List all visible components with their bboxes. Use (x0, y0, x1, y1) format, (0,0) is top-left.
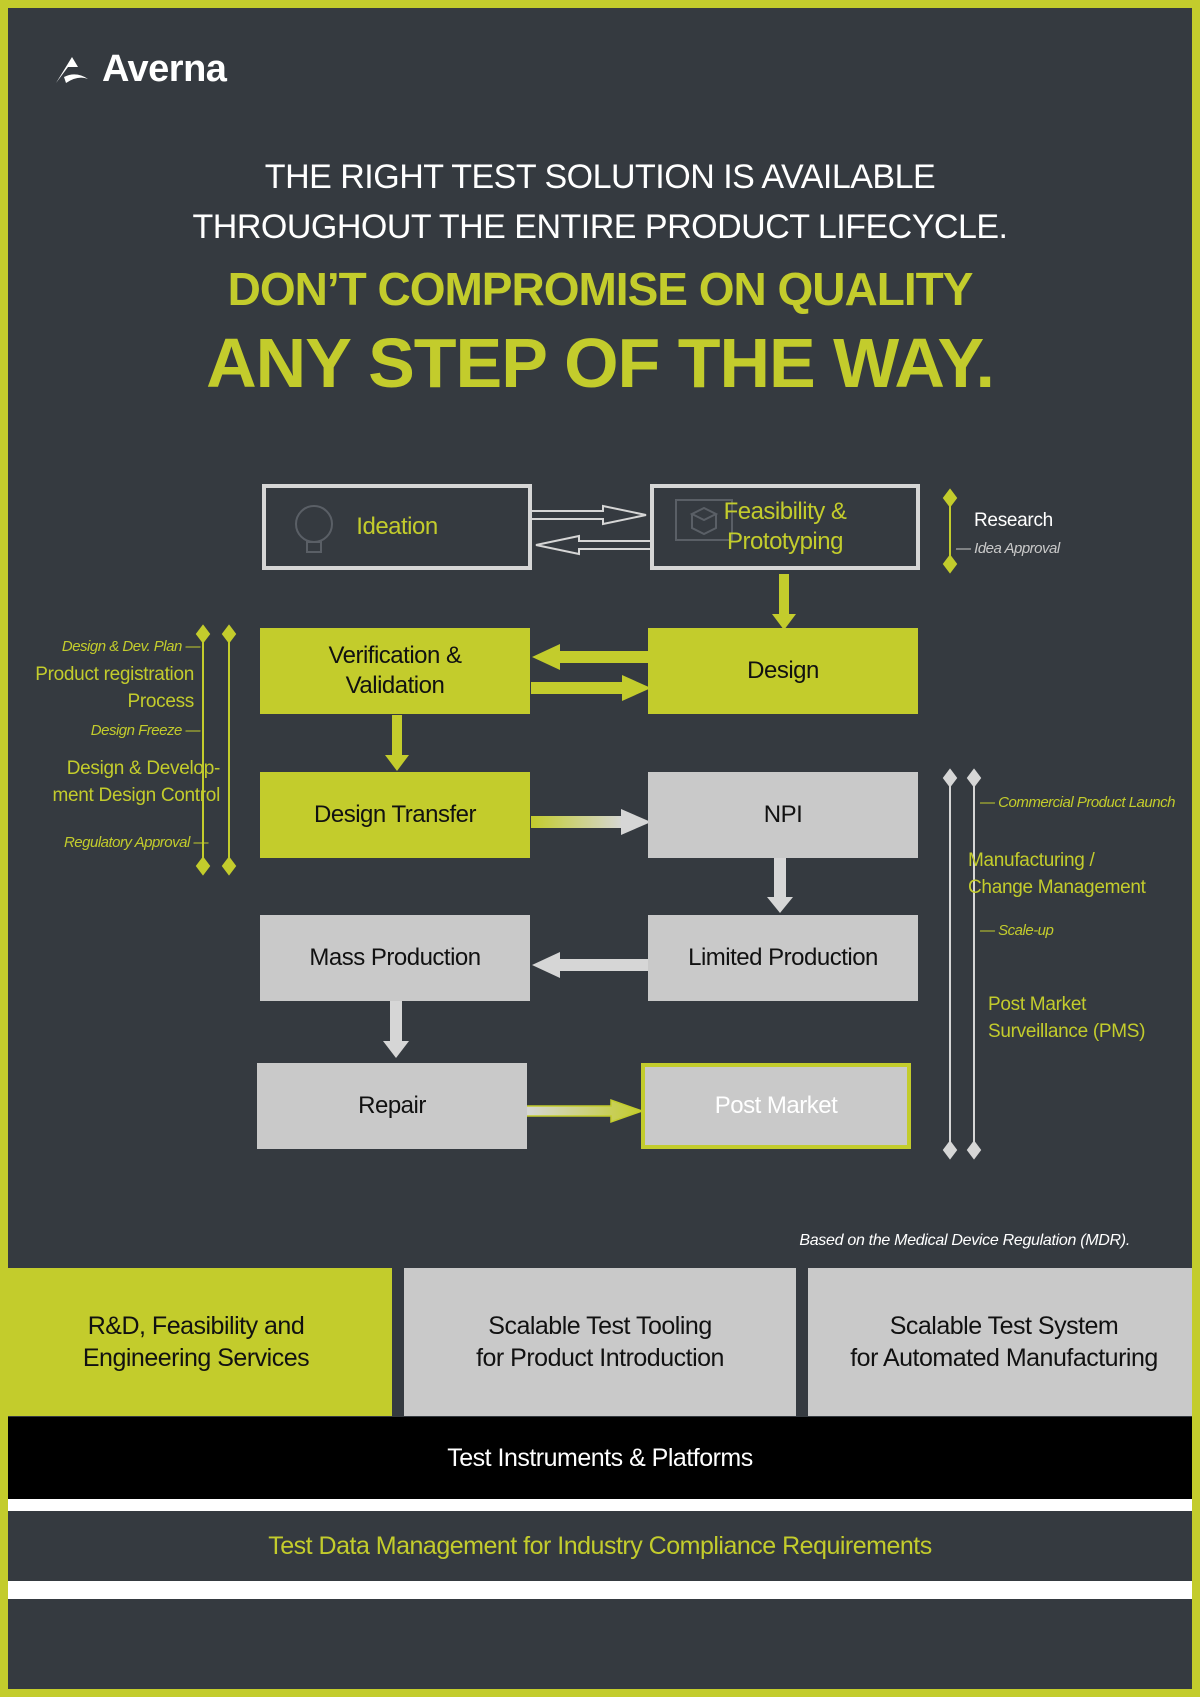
label-manufacturing: Manufacturing / Change Management (968, 848, 1146, 901)
label-design-development: Design & Develop- ment Design Control (18, 756, 221, 809)
flow-connectors (195, 488, 982, 1160)
label-product-registration-2: Process (127, 690, 194, 712)
label-manufacturing-2: Change Management (968, 876, 1146, 898)
label-idea-approval: — Idea Approval (956, 540, 1060, 557)
service-system-2: for Automated Manufacturing (850, 1344, 1158, 1372)
label-regulatory-approval: Regulatory Approval — (63, 834, 209, 851)
brand-logo: Averna (52, 48, 227, 91)
arrow-repair-to-post-market (525, 1098, 645, 1124)
stage-verification: Verification & Validation (260, 628, 530, 714)
puzzle-bulb-icon (295, 505, 333, 553)
label-manufacturing-1: Manufacturing / (968, 850, 1095, 871)
label-pms: Post Market Surveillance (PMS) (988, 992, 1146, 1045)
label-product-registration-1: Product registration (35, 664, 194, 685)
brand-name: Averna (102, 48, 227, 90)
label-commercial-launch: — Commercial Product Launch (980, 794, 1175, 811)
service-instruments: Test Instruments & Platforms (8, 1417, 1192, 1499)
arrow-ideation-to-feasibility (530, 504, 647, 526)
infographic: Averna THE RIGHT TEST SOLUTION IS AVAILA… (8, 8, 1192, 1689)
service-rd: R&D, Feasibility and Engineering Service… (8, 1268, 392, 1416)
stage-mass-production: Mass Production (260, 915, 530, 1001)
stage-design-transfer: Design Transfer (260, 772, 530, 858)
stage-post-market: Post Market (641, 1063, 911, 1149)
right-bracket-outer (942, 768, 958, 1160)
service-tooling-2: for Product Introduction (476, 1344, 724, 1372)
headline-line-2: THROUGHOUT THE ENTIRE PRODUCT LIFECYCLE. (192, 208, 1009, 246)
headline-line-4: ANY STEP OF THE WAY. (206, 324, 995, 402)
service-system-1: Scalable Test System (889, 1311, 1119, 1340)
left-bracket-inner (221, 624, 237, 876)
stage-repair-label: Repair (358, 1092, 426, 1119)
service-rd-1: R&D, Feasibility and (87, 1311, 305, 1340)
service-tooling-1: Scalable Test Tooling (488, 1311, 712, 1340)
service-data-mgmt-label: Test Data Management for Industry Compli… (268, 1531, 932, 1560)
service-instruments-label: Test Instruments & Platforms (447, 1443, 753, 1472)
arrow-design-transfer-to-npi (531, 809, 651, 835)
service-data-mgmt: Test Data Management for Industry Compli… (8, 1511, 1192, 1581)
label-design-dev-plan: Design & Dev. Plan — (61, 638, 201, 655)
arrow-mass-production-to-repair (383, 1001, 409, 1058)
stage-design-label: Design (747, 657, 819, 684)
label-design-development-1: Design & Develop- (66, 758, 221, 779)
service-rd-2: Engineering Services (82, 1344, 310, 1372)
stage-npi: NPI (648, 772, 918, 858)
arrow-feasibility-to-ideation (535, 534, 652, 556)
stage-feasibility-label-1: Feasibility & (723, 498, 847, 525)
service-system: Scalable Test System for Automated Manuf… (808, 1268, 1192, 1416)
headline-line-3: DON’T COMPROMISE ON QUALITY (227, 263, 974, 315)
right-bracket-inner (966, 768, 982, 1160)
label-design-freeze: Design Freeze — (90, 722, 201, 739)
stage-limited-production-label: Limited Production (688, 944, 878, 971)
stage-post-market-label: Post Market (714, 1092, 838, 1119)
arrow-limited-to-mass-production (532, 952, 651, 978)
stage-repair: Repair (257, 1063, 527, 1149)
arrow-feasibility-to-design (772, 574, 796, 630)
arrow-npi-to-limited-production (767, 857, 793, 913)
stage-npi-label: NPI (763, 801, 803, 828)
arrow-verification-to-design-transfer (385, 715, 409, 771)
label-design-development-2: ment Design Control (52, 784, 221, 806)
stage-mass-production-label: Mass Production (309, 944, 481, 971)
label-pms-2: Surveillance (PMS) (988, 1020, 1146, 1042)
left-bracket-outer (195, 624, 211, 876)
arrow-design-to-verification (532, 644, 651, 670)
label-pms-1: Post Market (988, 994, 1087, 1015)
footnote: Based on the Medical Device Regulation (… (799, 1232, 1130, 1249)
stage-design-transfer-label: Design Transfer (314, 801, 476, 828)
arrow-verification-to-design (531, 675, 651, 701)
service-tooling: Scalable Test Tooling for Product Introd… (404, 1268, 796, 1416)
stage-verification-label-2: Validation (345, 672, 445, 699)
stage-feasibility: Feasibility & Prototyping (650, 484, 920, 570)
averna-logo-icon (56, 56, 88, 83)
stage-verification-label-1: Verification & (328, 642, 462, 669)
stage-design: Design (648, 628, 918, 714)
stage-ideation: Ideation (262, 484, 532, 570)
label-research: Research (974, 510, 1053, 531)
stage-feasibility-label-2: Prototyping (727, 528, 843, 555)
label-product-registration: Product registration Process (18, 662, 194, 715)
stage-ideation-label: Ideation (356, 513, 438, 540)
headline-line-1: THE RIGHT TEST SOLUTION IS AVAILABLE (264, 158, 936, 196)
research-bracket (942, 488, 958, 574)
stage-limited-production: Limited Production (648, 915, 918, 1001)
cube-monitor-icon (675, 499, 733, 541)
label-scale-up: — Scale-up (980, 922, 1054, 939)
